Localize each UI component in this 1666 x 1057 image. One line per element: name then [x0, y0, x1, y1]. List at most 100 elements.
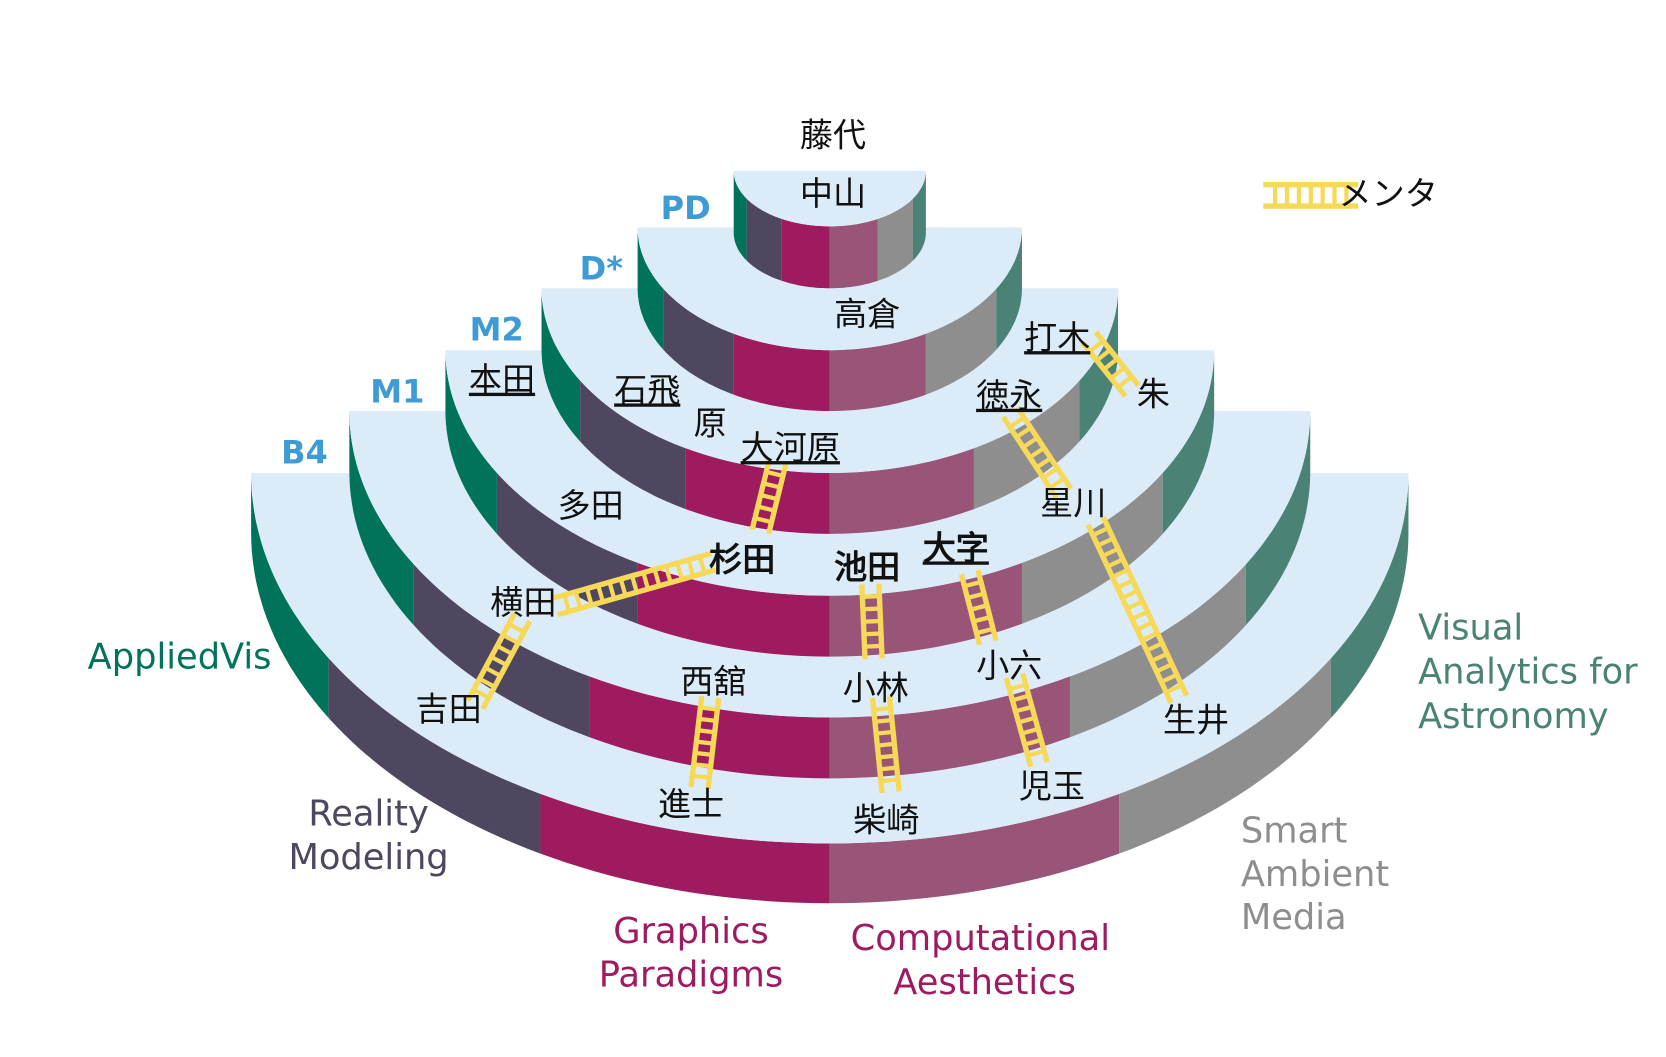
mentor-ladder	[749, 459, 789, 535]
ladder-rung	[760, 492, 778, 502]
ladder-rung	[472, 687, 490, 700]
member-name: 大字	[923, 528, 989, 567]
ladder-rung	[686, 559, 696, 577]
ladder-rung	[1102, 357, 1119, 372]
legend: メンタ	[1263, 174, 1438, 213]
mentor-ladder	[958, 569, 999, 646]
ladder-rung	[757, 504, 775, 513]
ladder-rung	[1021, 436, 1039, 450]
ladder-rung	[1116, 374, 1133, 389]
mentor-ladder	[688, 695, 722, 790]
ladder-rung	[1024, 737, 1042, 747]
wall-sector-graphics-paradigms	[589, 676, 830, 779]
member-name: 原	[694, 404, 727, 443]
ladder-rung	[700, 705, 718, 712]
tier-face	[733, 170, 926, 227]
wall-sector-reality-modeling	[746, 198, 782, 281]
ladder-rung	[966, 591, 985, 600]
member-name: 吉田	[416, 690, 482, 729]
ladder-rung	[1160, 672, 1178, 684]
level-label-b4: B4	[281, 433, 328, 471]
ladder-rung	[754, 516, 773, 525]
mentor-ladder	[869, 696, 902, 794]
ladder-rail	[1085, 523, 1174, 705]
member-name: 生井	[1163, 700, 1229, 739]
wall-sector-applied-vis	[349, 411, 414, 626]
label-line: Media	[1241, 897, 1347, 938]
member-name: 柴崎	[853, 801, 919, 840]
wall-sector-smart-ambient-media	[1119, 658, 1331, 854]
mentor-ladder	[1080, 330, 1141, 398]
level-label-m1: M1	[370, 373, 424, 411]
mentor-ladder	[1003, 672, 1050, 768]
ladder-rung	[693, 762, 711, 769]
label-line: Paradigms	[599, 955, 783, 996]
member-name: 中山	[800, 174, 866, 213]
ladder-rung	[607, 581, 617, 600]
ladder-rung	[1126, 599, 1144, 611]
tier	[733, 170, 926, 289]
ladder-rung	[975, 626, 994, 636]
label-line: Modeling	[288, 837, 448, 878]
wall-sector-visual-analytics	[1330, 472, 1409, 719]
ladder-rung	[698, 716, 717, 723]
member-name: 本田	[469, 360, 535, 399]
ladder-rung	[484, 665, 502, 678]
wall-sector-graphics-paradigms	[733, 333, 830, 412]
label-line: Reality	[308, 793, 428, 834]
ladder-rung	[1048, 476, 1066, 490]
ladder-rung	[765, 469, 784, 478]
wall-sector-applied-vis	[637, 227, 664, 350]
legend-label: メンタ	[1339, 174, 1438, 213]
wall-sector-visual-analytics	[912, 170, 926, 261]
wall-sector-graphics-paradigms	[637, 562, 830, 657]
ladder-rung	[1150, 651, 1168, 663]
ladder-rung	[880, 777, 899, 784]
label-line: Analytics for	[1418, 651, 1638, 692]
wall-sector-smart-ambient-media	[1021, 472, 1163, 624]
ladder-rung	[1140, 630, 1159, 642]
mentor-ladder	[1263, 182, 1359, 209]
member-name: 小六	[976, 646, 1042, 685]
wall-sector-computational-aesthetics	[829, 793, 1120, 904]
wall-sector-visual-analytics	[1162, 350, 1215, 534]
label-line: Computational	[851, 918, 1110, 959]
ladder-rung	[1014, 704, 1033, 714]
ladder-rung	[878, 753, 896, 760]
member-name: 高倉	[834, 295, 900, 334]
member-name: 小林	[843, 668, 909, 707]
ladder-rung	[1111, 567, 1129, 580]
ladder-rung	[692, 773, 710, 780]
ladder-rung	[1101, 546, 1119, 559]
ladder-rung	[1121, 588, 1139, 600]
level-label-dstar: D*	[580, 250, 624, 288]
ladder-rung	[762, 481, 781, 490]
wall-sector-reality-modeling	[413, 564, 590, 738]
tier	[637, 227, 1022, 412]
ladder-rung	[496, 644, 514, 656]
group-label-reality-modeling: Reality Modeling	[288, 793, 448, 878]
ladder-rung	[879, 765, 897, 772]
mentor-ladder	[552, 550, 717, 618]
wall-sector-reality-modeling	[663, 288, 734, 395]
label-line: Visual	[1418, 608, 1523, 649]
ladder-rung	[1017, 715, 1036, 725]
label-line: Smart	[1241, 810, 1348, 851]
member-name: 朱	[1137, 375, 1170, 414]
ladder-rung	[596, 584, 605, 603]
mentor-ladder	[1000, 405, 1073, 500]
ladder-rung	[862, 606, 881, 612]
member-names: 中山 高倉 打木 朱 本田 石飛 原 大河原 徳永 多田 星川 杉田 池田 大字…	[416, 174, 1230, 840]
ladder-rung	[963, 579, 982, 589]
wall-sector-smart-ambient-media	[925, 288, 997, 395]
ladder-rung	[675, 562, 684, 581]
member-name: 打木	[1024, 318, 1090, 357]
ladder-rung	[618, 578, 628, 597]
ladder-rung	[1091, 525, 1110, 538]
wall-sector-graphics-paradigms	[781, 218, 830, 289]
tier-face	[637, 227, 1022, 351]
ladder-rung	[641, 572, 651, 590]
ladder-rung	[696, 739, 714, 746]
ladder-rung	[1155, 662, 1173, 674]
